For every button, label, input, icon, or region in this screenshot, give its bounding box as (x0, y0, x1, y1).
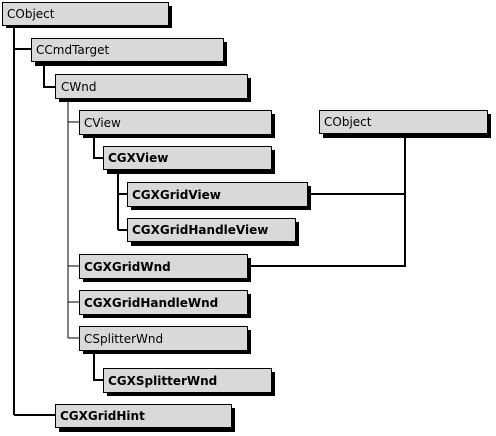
label-cgxview: CGXView (108, 151, 168, 165)
connector-cview-trunk (93, 135, 105, 159)
box-cview (79, 110, 272, 135)
connector-cobject-side (249, 134, 406, 267)
connector-lines (13, 26, 406, 416)
label-cgxgridhandlewnd: CGXGridHandleWnd (84, 296, 218, 310)
class-boxes (2, 2, 488, 428)
box-cobject-side (319, 110, 488, 134)
label-cgxgridhint: CGXGridHint (60, 409, 145, 423)
box-cgxgridhint (55, 404, 232, 428)
box-csplitterwnd (79, 326, 248, 351)
box-cgxgridwnd (79, 254, 248, 279)
label-cobject-root: CObject (7, 7, 55, 21)
label-cwnd: CWnd (61, 80, 96, 94)
label-cgxgridview: CGXGridView (132, 188, 221, 202)
connector-lines-thin (67, 99, 81, 339)
box-cgxsplitterwnd (103, 368, 272, 393)
box-cgxgridhandlewnd (79, 290, 248, 315)
label-cgxgridwnd: CGXGridWnd (84, 260, 171, 274)
box-ccmdtarget (31, 38, 224, 62)
label-cobject-side: CObject (324, 115, 372, 129)
box-cwnd (55, 74, 248, 99)
connector-ccmdtarget-trunk (43, 61, 57, 88)
label-csplitterwnd: CSplitterWnd (84, 332, 163, 346)
label-cgxsplitterwnd: CGXSplitterWnd (108, 374, 217, 388)
class-labels: CObject CCmdTarget CWnd CView CGXView CG… (7, 7, 372, 423)
box-cgxview (103, 146, 272, 170)
connector-csplitterwnd-trunk (93, 350, 105, 381)
box-cobject-root (2, 2, 169, 26)
box-cgxgridview (127, 182, 308, 207)
label-ccmdtarget: CCmdTarget (36, 43, 109, 57)
label-cview: CView (84, 116, 121, 130)
box-cgxgridhandleview (127, 218, 296, 242)
label-cgxgridhandleview: CGXGridHandleView (132, 223, 268, 237)
